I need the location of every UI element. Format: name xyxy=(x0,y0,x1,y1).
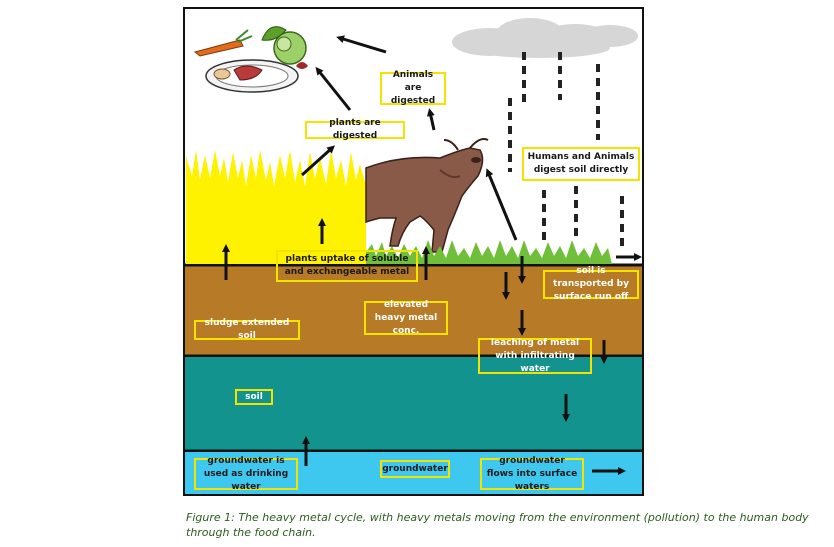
figure-caption: Figure 1: The heavy metal cycle, with he… xyxy=(186,511,809,539)
label-groundwater: groundwater xyxy=(380,460,450,478)
arrow-grass-to-cow xyxy=(485,168,518,241)
cloud-icon xyxy=(452,18,638,58)
arrow-plants-to-food xyxy=(315,66,352,111)
label-soil-transported: soil is transported by surface run off xyxy=(543,266,639,302)
label-groundwater-drinking: groundwater is used as drinking water xyxy=(194,456,298,492)
label-animals-digested: Animals are digested xyxy=(380,70,446,106)
label-elevated-heavy-metal: elevated heavy metal conc. xyxy=(364,300,448,336)
flow-arrows xyxy=(222,35,642,475)
label-plants-digested: plants are digested xyxy=(305,118,405,141)
label-plants-uptake: plants uptake of soluble and exchangeabl… xyxy=(276,250,418,282)
arrow-plants-digested xyxy=(300,145,335,177)
label-soil: soil xyxy=(235,389,273,405)
label-leaching: leaching of metal with infiltrating wate… xyxy=(478,338,592,374)
arrow-animals-digested xyxy=(426,108,436,131)
arrow-to-plate xyxy=(336,35,387,54)
label-sludge-extended-soil: sludge extended soil xyxy=(194,318,300,341)
food-plate-icon xyxy=(193,26,308,93)
label-humans-animals-digest-soil: Humans and Animals digest soil directly xyxy=(522,147,640,181)
dust-particles xyxy=(508,52,624,248)
cow-icon xyxy=(365,138,489,253)
label-groundwater-flows: groundwater flows into surface waters xyxy=(480,456,584,492)
